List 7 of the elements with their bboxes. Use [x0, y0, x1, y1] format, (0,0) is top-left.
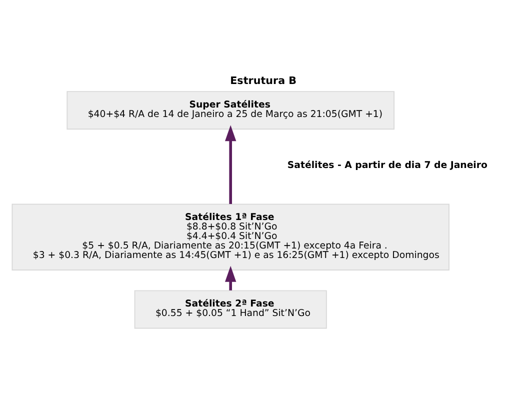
node-box: Satélites 2ª Fase $0.55 + $0.05 “1 Hand” Sit’N’Go	[134, 290, 327, 328]
node-box: Super Satélites $40+$4 R/A de 14 de Janeiro a 25 de Março as 21:05(GMT +1)	[66, 90, 394, 130]
diagram-title: Estrutura B	[230, 74, 297, 86]
label: Satélites - A partir de dia 7 de Janeiro	[287, 160, 488, 171]
node-box: Satélites 1ª Fase $8.8+$0.8 Sit’N’Go $4.4+$0.4 Sit’N’Go $5 + $0.5 R/A, Diariamente as 20:15(GMT +1) excepto 4a Feira . $3 + $0.3 R/A, Diariamente as 14:45(GMT +1) e as 16:25(GMT +1) excepto Domingos	[12, 203, 450, 270]
arrow	[225, 124, 236, 204]
arrow	[225, 265, 236, 290]
